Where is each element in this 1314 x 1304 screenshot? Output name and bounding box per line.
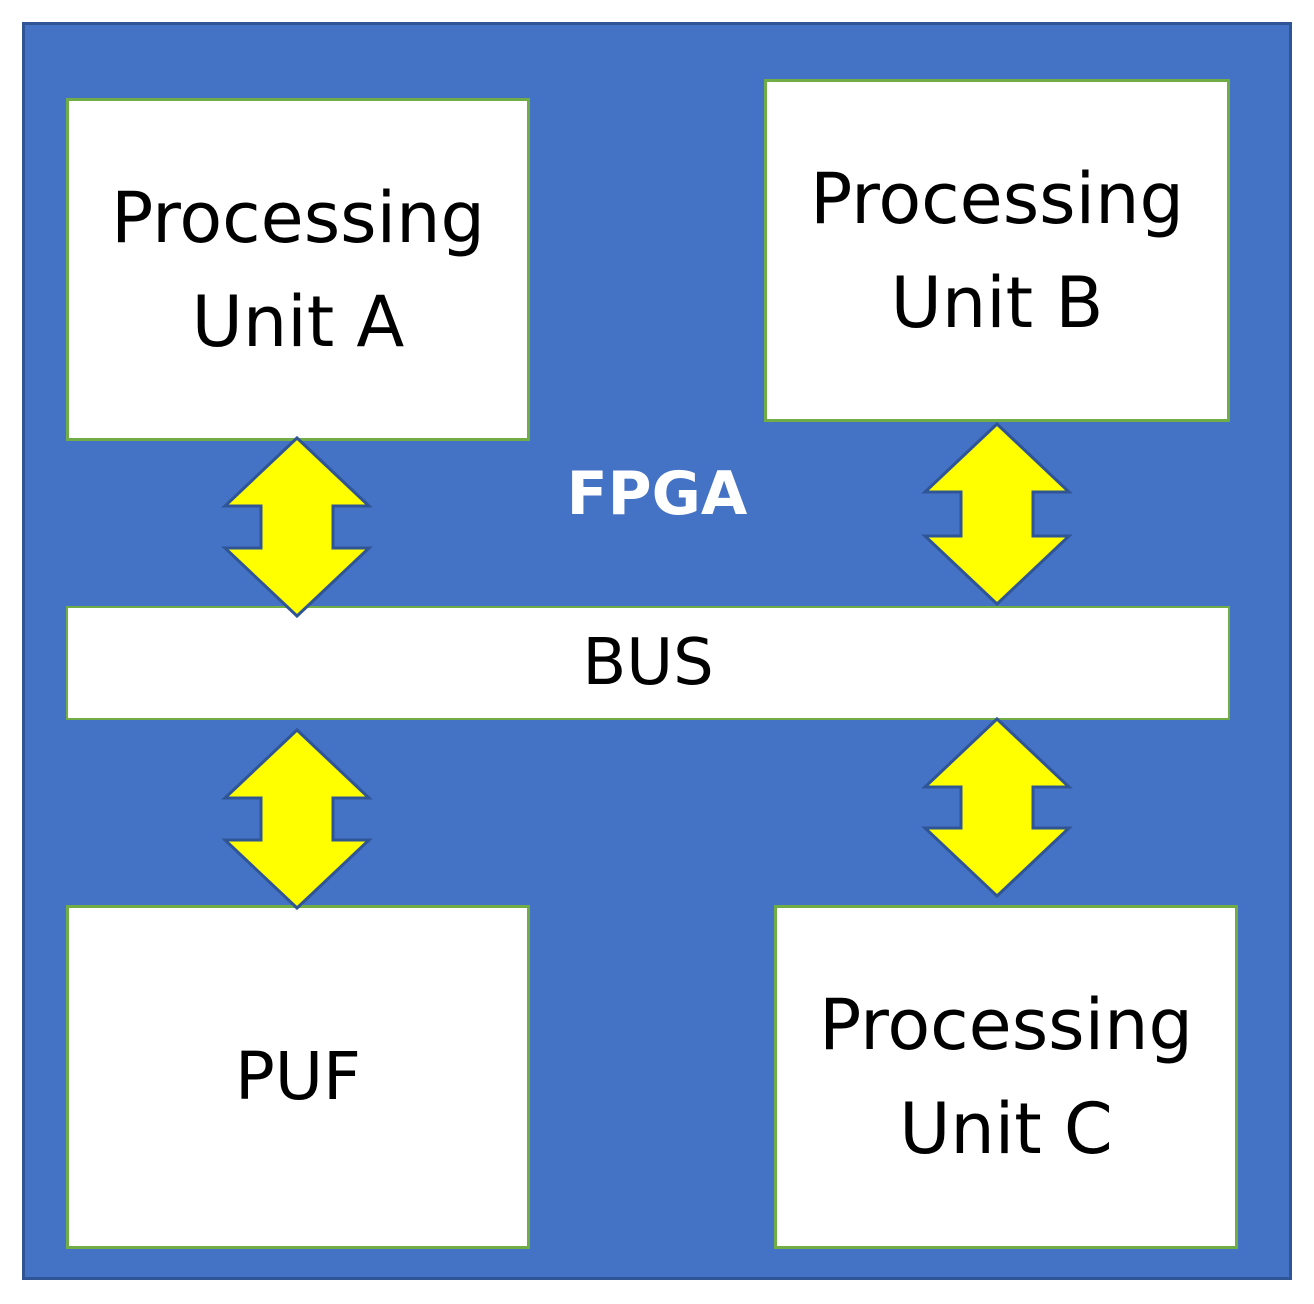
puf-block: PUF [66, 905, 530, 1249]
processing-unit-a-block: Processing Unit A [66, 98, 530, 441]
processing-unit-a-line2: Unit A [191, 280, 405, 363]
processing-unit-c-line1: Processing [819, 984, 1193, 1066]
bus-label: BUS [582, 626, 714, 700]
processing-unit-c-block: Processing Unit C [774, 905, 1238, 1249]
processing-unit-a-line1: Processing [111, 176, 485, 259]
bus-block: BUS [66, 606, 1230, 720]
processing-unit-b-line2: Unit B [890, 261, 1104, 344]
processing-unit-b-line1: Processing [810, 157, 1184, 240]
processing-unit-b-block: Processing Unit B [764, 79, 1230, 422]
puf-label: PUF [234, 1038, 362, 1115]
fpga-label: FPGA [566, 459, 748, 529]
processing-unit-c-line2: Unit C [899, 1088, 1113, 1170]
